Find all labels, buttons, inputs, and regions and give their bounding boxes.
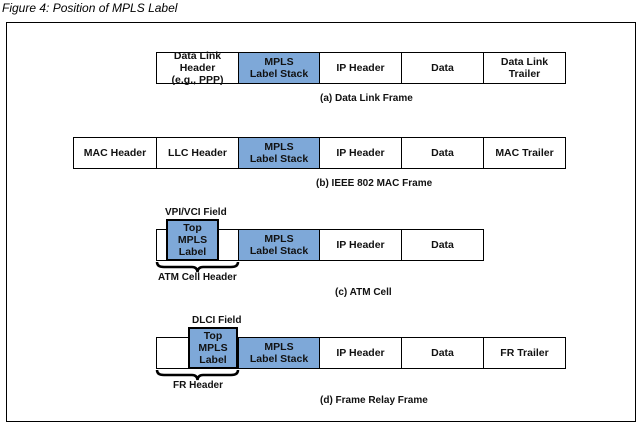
data-cell: Data [401,137,484,169]
ip-header-cell: IP Header [319,137,402,169]
figure-title: Figure 4: Position of MPLS Label [2,1,178,15]
top-mpls-label-cell: Top MPLS Label [166,219,219,261]
mpls-label-stack-cell: MPLS Label Stack [238,52,320,84]
atm-header-brace [155,261,240,273]
data-cell: Data [401,52,484,84]
panel-c-caption: (c) ATM Cell [335,287,392,298]
panel-d-caption: (d) Frame Relay Frame [320,395,428,406]
atm-cell-header-label: ATM Cell Header [158,272,237,283]
mpls-label-stack-cell: MPLS Label Stack [238,229,320,261]
fr-trailer-cell: FR Trailer [483,337,566,369]
dlci-field-label: DLCI Field [192,315,242,326]
data-cell: Data [401,337,484,369]
mac-header-cell: MAC Header [73,137,157,169]
data-link-header-cell: Data Link Header (e.g., PPP) [156,50,239,86]
vpi-vci-field-label: VPI/VCI Field [165,207,227,218]
fr-header-brace [155,369,240,381]
ip-header-cell: IP Header [319,52,402,84]
mac-trailer-cell: MAC Trailer [483,137,566,169]
top-mpls-label-cell: Top MPLS Label [188,327,238,369]
ip-header-cell: IP Header [319,229,402,261]
fr-header-label: FR Header [173,380,224,391]
mpls-label-stack-cell: MPLS Label Stack [238,137,320,169]
llc-header-cell: LLC Header [156,137,239,169]
panel-b-caption: (b) IEEE 802 MAC Frame [316,178,433,189]
data-cell: Data [401,229,484,261]
ip-header-cell: IP Header [319,337,402,369]
panel-a-caption: (a) Data Link Frame [320,93,413,104]
data-link-trailer-cell: Data Link Trailer [483,52,566,84]
diagram-frame [6,22,636,422]
mpls-label-stack-cell: MPLS Label Stack [238,337,320,369]
